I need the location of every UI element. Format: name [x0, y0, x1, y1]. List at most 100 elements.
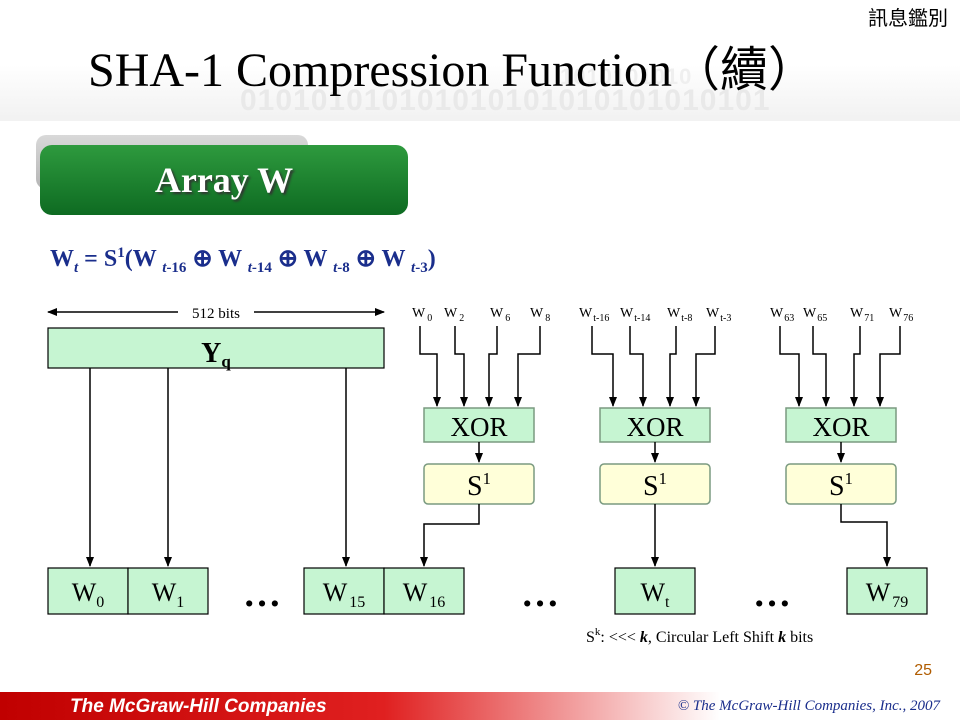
- note-k-sup: k: [595, 626, 601, 638]
- xor-box-2: [599, 407, 711, 443]
- input-label-sub: 63: [784, 313, 794, 324]
- w-cell-sub: t: [665, 594, 670, 611]
- input-label-main: W: [850, 306, 864, 321]
- s1-main: S: [643, 471, 659, 502]
- w-cell-79: [846, 567, 928, 615]
- formula: Wt = S1(W t-16 ⊕ W t-14 ⊕ W t-8 ⊕ W t-3): [50, 244, 436, 277]
- formula-xor3: ⊕ W: [349, 246, 412, 272]
- input-label: Wt-16: [579, 306, 609, 324]
- input-label-main: W: [620, 306, 634, 321]
- binary-pattern-bottom: 010101010101010101010101010101: [240, 84, 771, 117]
- xor-label-1: XOR: [450, 412, 507, 442]
- input-label: W65: [803, 306, 827, 324]
- w-cell-sub: 16: [429, 594, 445, 611]
- input-lines-group-1: [419, 326, 541, 407]
- s1-sup: 1: [659, 469, 668, 488]
- input-label-main: W: [412, 306, 426, 321]
- input-label-main: W: [490, 306, 504, 321]
- xor-box-1: [423, 407, 535, 443]
- formula-o3: -8: [337, 259, 350, 276]
- input-lines-group-3: [779, 326, 901, 407]
- w-cell-sub: 15: [349, 594, 365, 611]
- note-text-2: , Circular Left Shift: [648, 629, 778, 646]
- s1-label-3: S1: [829, 469, 853, 502]
- input-label-sub: t-8: [681, 313, 692, 324]
- chapter-label: 訊息鑑別: [868, 6, 948, 30]
- input-label: W71: [850, 306, 874, 324]
- input-label-main: W: [706, 306, 720, 321]
- formula-close: ): [427, 246, 436, 272]
- input-label-main: W: [530, 306, 544, 321]
- input-label-sub: 2: [459, 313, 464, 324]
- input-label-main: W: [889, 306, 903, 321]
- publisher-logo: The McGraw-Hill Companies: [70, 696, 327, 717]
- formula-o2: -14: [251, 259, 272, 276]
- yq-label: Yq: [201, 338, 231, 371]
- formula-s1: 1: [117, 245, 125, 261]
- w-cell-main: W: [641, 578, 666, 607]
- s1-main: S: [467, 471, 483, 502]
- input-label-sub: t-14: [634, 313, 650, 324]
- w-cell-16: [383, 567, 465, 615]
- w-cell-main: W: [152, 578, 177, 607]
- formula-xor2: ⊕ W: [271, 246, 334, 272]
- input-label-sub: t-3: [720, 313, 731, 324]
- formula-i4: t: [411, 259, 416, 276]
- footer-bar: [0, 692, 960, 720]
- formula-i1: t: [162, 259, 167, 276]
- s1-main: S: [829, 471, 845, 502]
- input-lines-group-2: [591, 326, 716, 407]
- s1-label-2: S1: [643, 469, 667, 502]
- yq-main: Y: [201, 338, 221, 369]
- formula-o4: -3: [415, 259, 428, 276]
- note-s: S: [586, 629, 595, 646]
- w-cell-label: W0: [72, 578, 105, 611]
- bits-label-bg: [178, 302, 254, 322]
- page-number: 25: [914, 662, 932, 679]
- note-k-2: k: [778, 629, 786, 646]
- xor-label-3: XOR: [812, 412, 869, 442]
- formula-o1: -16: [166, 259, 187, 276]
- w-cell-sub: 79: [892, 594, 908, 611]
- w-cell-0: [47, 567, 129, 615]
- w-cell-sub: 0: [96, 594, 104, 611]
- formula-open: (W: [124, 246, 163, 272]
- formula-i2: t: [247, 259, 252, 276]
- ellipsis-2: …: [521, 573, 559, 615]
- input-label-main: W: [667, 306, 681, 321]
- bits-label: 512 bits: [192, 306, 240, 322]
- shift-note: Sk: <<< k, Circular Left Shift k bits: [586, 626, 813, 646]
- title-divider: [0, 118, 960, 121]
- input-label-sub: 65: [817, 313, 827, 324]
- note-text-3: bits: [786, 629, 813, 646]
- formula-i3: t: [333, 259, 338, 276]
- xor-box-3: [785, 407, 897, 443]
- w-cell-main: W: [403, 578, 428, 607]
- s1-sup: 1: [483, 469, 492, 488]
- input-label: Wt-14: [620, 306, 650, 324]
- formula-t: t: [74, 259, 79, 276]
- yq-sub: q: [221, 352, 231, 371]
- s1-label-1: S1: [467, 469, 491, 502]
- slide-title: SHA-1 Compression Function（續）: [88, 44, 817, 97]
- input-label-main: W: [803, 306, 817, 321]
- xor-label-2: XOR: [626, 412, 683, 442]
- binary-pattern-top: 1010101010: [560, 64, 693, 89]
- formula-eq: = S: [78, 246, 118, 272]
- input-label: W76: [889, 306, 913, 324]
- w-cell-1: [127, 567, 209, 615]
- input-label-sub: 71: [864, 313, 874, 324]
- arrow-s1-w79: [840, 504, 891, 567]
- w-cell-main: W: [866, 578, 891, 607]
- input-label: W63: [770, 306, 794, 324]
- header-band: 1010101010 01010101010101010101010101010…: [0, 0, 960, 118]
- yq-block: [47, 327, 385, 369]
- s1-sup: 1: [845, 469, 854, 488]
